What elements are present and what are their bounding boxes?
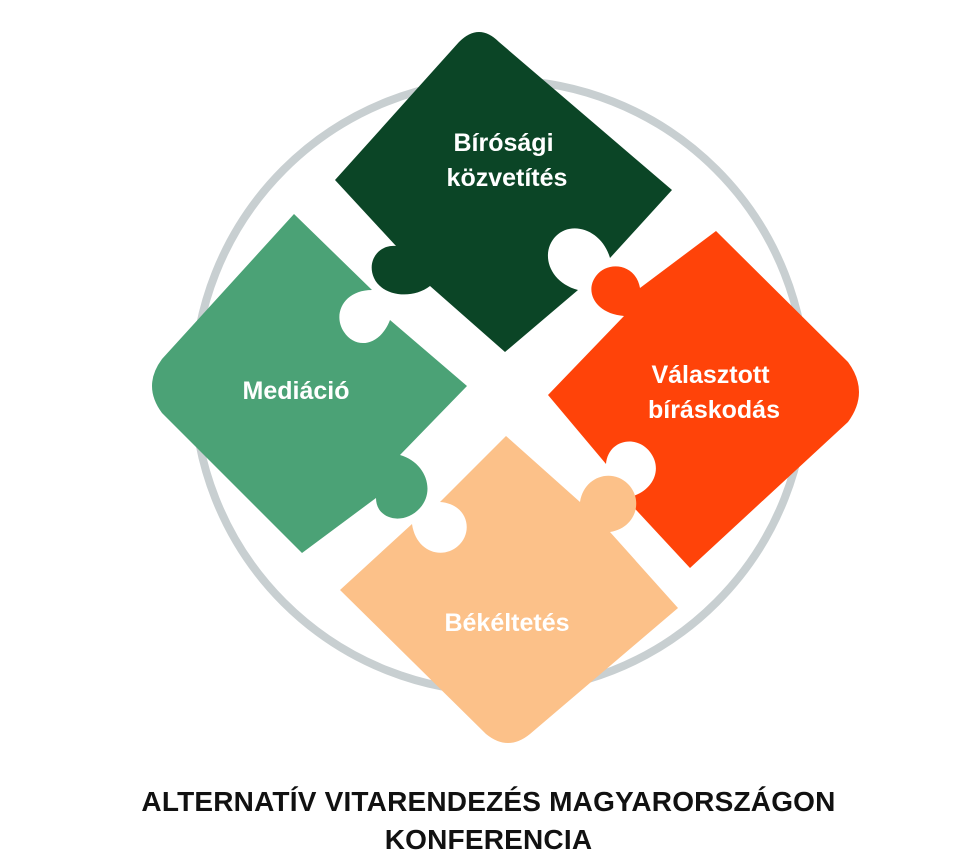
caption-subtitle: KONFERENCIA bbox=[384, 824, 593, 855]
svg-text:Mediáció: Mediáció bbox=[243, 377, 350, 405]
label-bottom-line-1: Békéltetés bbox=[444, 609, 569, 637]
puzzle-piece-bottom: Békéltetés bbox=[340, 436, 678, 743]
svg-text:Békéltetés: Békéltetés bbox=[444, 609, 569, 637]
puzzle-piece-left: Mediáció bbox=[152, 214, 467, 553]
svg-text:Választott bíráskodás: Választott bíráskodás bbox=[648, 361, 780, 424]
puzzle-piece-top: Bírósági közvetítés bbox=[335, 32, 672, 352]
caption-title: ALTERNATÍV VITARENDEZÉS MAGYARORSZÁGON bbox=[141, 786, 836, 817]
svg-text:Bírósági közvetítés: Bírósági közvetítés bbox=[447, 129, 568, 192]
label-right-line-2: bíráskodás bbox=[648, 396, 780, 424]
label-top-line-2: közvetítés bbox=[447, 164, 568, 192]
label-left-line-1: Mediáció bbox=[243, 377, 350, 405]
puzzle-piece-bottom-shape bbox=[340, 436, 678, 743]
puzzle-piece-left-shape bbox=[152, 214, 467, 553]
puzzle-piece-top-shape bbox=[335, 32, 672, 352]
puzzle-piece-right: Választott bíráskodás bbox=[548, 231, 859, 568]
puzzle-piece-right-shape bbox=[548, 231, 859, 568]
label-right-line-1: Választott bbox=[651, 361, 770, 389]
label-top-line-1: Bírósági bbox=[454, 129, 554, 157]
